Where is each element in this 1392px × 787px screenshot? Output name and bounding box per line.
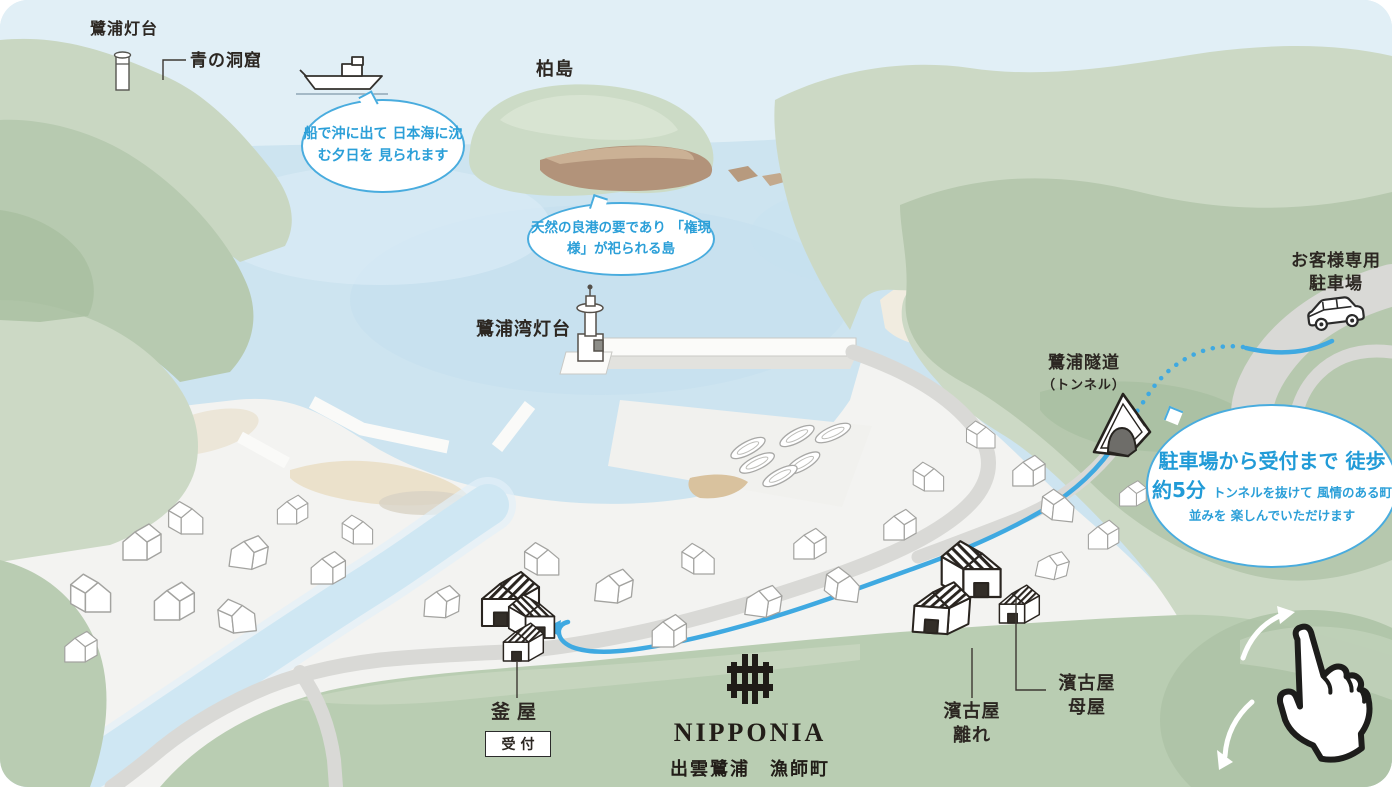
harbor-piers	[237, 337, 857, 469]
tunnel-label: 鷺浦隧道 （トンネル）	[1042, 353, 1126, 393]
swipe-hand-icon	[1217, 606, 1373, 770]
bay-lighthouse-label: 鷺浦湾灯台	[476, 319, 571, 340]
nipponia-logo-mark	[727, 654, 773, 704]
harbor-lighthouse-icon	[576, 284, 604, 362]
hamakoya-omoya-label: 濱古屋 母屋	[1058, 673, 1116, 719]
route-solid-parking	[1243, 338, 1335, 355]
cape-lighthouse-label: 鷺浦灯台	[90, 19, 159, 38]
parking-label: お客様専用 駐車場	[1291, 251, 1381, 294]
car-icon	[1307, 296, 1365, 331]
tunnel-portal-icon	[1092, 392, 1152, 458]
brand-name: NIPPONIA	[673, 718, 827, 747]
reception-label-box: 受付	[485, 731, 551, 757]
hamakoya-hanare-label: 濱古屋 離れ	[943, 701, 1001, 747]
island-note-bubble: 天然の良港の要であり 「権現様」が祀られる島	[527, 194, 715, 276]
walk-info-bubble: 駐車場から受付まで 徒歩 約5分 トンネルを抜けて 風情のある町並みを 楽しんで…	[1146, 404, 1392, 568]
label-connectors	[162, 59, 1046, 698]
brand-place: 出雲鷺浦 漁師町	[670, 759, 830, 780]
kashiwa-island-label: 柏島	[536, 59, 574, 80]
river	[2, 477, 516, 787]
lighthouse-icon	[113, 51, 132, 91]
route-solid-town	[556, 435, 1122, 654]
sunset-cruise-bubble: 船で沖に出て 日本海に沈む夕日を 見られます	[301, 90, 465, 193]
roads	[104, 264, 1392, 787]
kashiwa-island	[468, 84, 788, 196]
bubble-tail	[589, 194, 608, 213]
route-dotted-hill	[1118, 344, 1246, 437]
nipponia-logo: NIPPONIA 出雲鷺浦 漁師町	[658, 654, 842, 781]
kamaya-label: 釜屋	[490, 701, 543, 723]
blue-cave-label: 青の洞窟	[190, 51, 262, 71]
ship-icon	[296, 56, 388, 95]
